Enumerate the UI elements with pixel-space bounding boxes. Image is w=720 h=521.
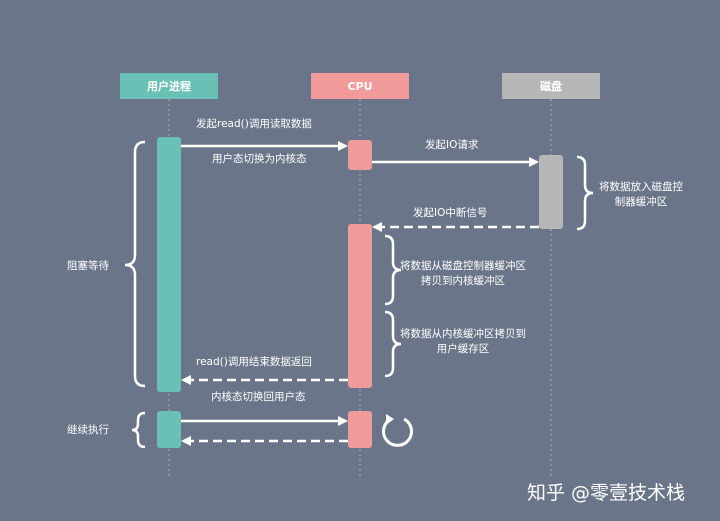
copy-kernel-note: 将数据从磁盘控制器缓冲区拷贝到内核缓冲区	[400, 260, 526, 287]
copy-user-brace	[384, 310, 402, 378]
interrupt-label: 发起IO中断信号	[413, 207, 488, 219]
process-activation-continue	[157, 411, 181, 448]
disk-buffer-note: 将数据放入磁盘控制器缓冲区	[599, 181, 683, 208]
continue-label: 继续执行	[67, 424, 109, 436]
cpu-activation-return	[348, 411, 372, 448]
process-header: 用户进程	[120, 73, 218, 99]
to-user-label: 内核态切换回用户态	[211, 391, 306, 403]
watermark: 知乎 @零壹技术栈	[527, 482, 686, 504]
disk-buffer-brace	[576, 155, 594, 231]
disk-activation	[539, 155, 563, 229]
io-request-label: 发起IO请求	[425, 139, 479, 151]
loop-icon	[382, 414, 413, 447]
cpu-activation-copy	[348, 224, 372, 388]
disk-header: 磁盘	[502, 73, 600, 99]
read-return-label: read()调用结束数据返回	[196, 356, 312, 368]
read-call-label: 发起read()调用读取数据	[196, 118, 312, 130]
to-kernel-label: 用户态切换为内核态	[212, 153, 307, 165]
copy-kernel-brace	[384, 234, 402, 306]
copy-user-note: 将数据从内核缓冲区拷贝到用户缓存区	[400, 328, 526, 355]
blocked-brace	[124, 140, 146, 388]
process-activation-blocked	[157, 137, 181, 392]
cpu-header: CPU	[311, 73, 409, 99]
cpu-activation-call	[348, 140, 372, 170]
blocked-label: 阻塞等待	[67, 260, 109, 272]
continue-brace	[131, 411, 146, 449]
